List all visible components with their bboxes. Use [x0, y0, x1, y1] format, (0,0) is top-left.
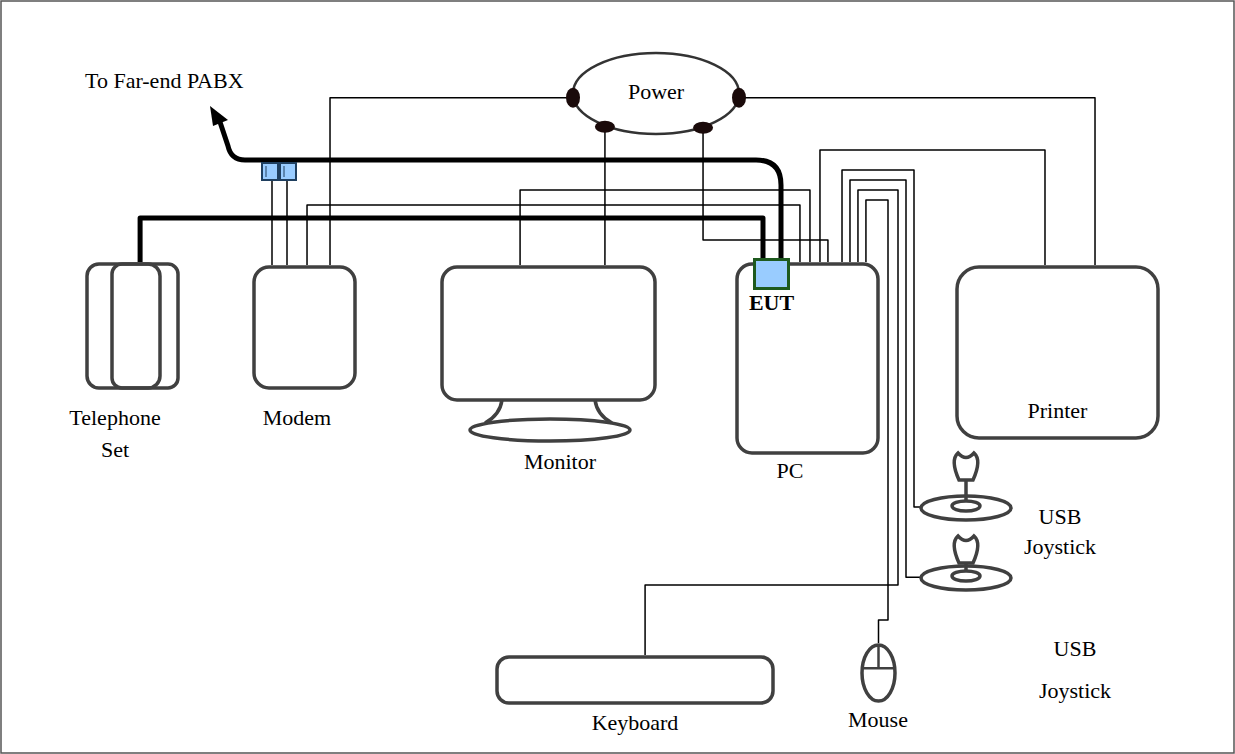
- mouse-button-line: [877, 645, 880, 668]
- modem-box: Modem: [252, 265, 357, 390]
- printer-box: Printer: [955, 265, 1160, 440]
- text-holder: Modem: [242, 405, 352, 431]
- node-outline: [753, 258, 790, 290]
- text-holder: USB Joystick: [1030, 628, 1120, 712]
- joystick: USB Joystick: [920, 450, 1012, 522]
- node-outline: [860, 643, 897, 703]
- text-holder: Power: [572, 79, 740, 105]
- power-source: Power: [572, 52, 740, 135]
- node-label: Mouse: [833, 707, 923, 733]
- text-holder: Mouse: [833, 707, 923, 733]
- text-holder: EUT: [739, 290, 804, 316]
- node-label: Printer: [955, 398, 1160, 424]
- destination-label: To Far-end PABX: [85, 68, 244, 94]
- cable: [820, 150, 1045, 265]
- joystick-grip: [954, 453, 978, 480]
- splitter-detail: [284, 166, 285, 177]
- mouse-body: [862, 645, 895, 701]
- power-plug: [595, 121, 615, 133]
- joystick-socket: [952, 571, 980, 581]
- outline: [254, 267, 355, 388]
- node-label: Telephone Set: [60, 402, 170, 466]
- cable: [604, 127, 606, 265]
- outline: [497, 657, 773, 703]
- keyboard-box: Keyboard: [495, 655, 775, 705]
- node-outline: [440, 265, 657, 445]
- node-outline: [252, 265, 357, 390]
- splitter-detail: [266, 166, 267, 177]
- text-holder: USB Joystick: [1015, 502, 1105, 562]
- power-ring: [573, 53, 739, 134]
- line-splitter: [280, 163, 296, 180]
- node-label: PC: [735, 458, 845, 484]
- joystick: USB Joystick: [920, 533, 1012, 592]
- phone-handset: [112, 264, 178, 388]
- text-holder: Telephone Set: [60, 402, 170, 466]
- cable: [307, 205, 800, 265]
- node-label: USB Joystick: [1015, 502, 1105, 562]
- telephone-set: Telephone Set: [85, 262, 180, 390]
- telephone-line: [140, 218, 763, 262]
- node-label: USB Joystick: [1030, 628, 1120, 712]
- line-splitter: [262, 163, 278, 180]
- cable: [520, 190, 810, 265]
- modem-line-wire: [271, 180, 273, 265]
- power-plug: [732, 88, 746, 108]
- pc-box: PCEUT: [735, 262, 880, 455]
- outline: [737, 264, 878, 453]
- joystick-socket: [952, 501, 980, 511]
- node-outline: [495, 655, 775, 705]
- mouse-shape: Mouse: [860, 643, 897, 703]
- text-holder: Monitor: [490, 449, 630, 475]
- cable: [645, 190, 898, 655]
- node-label: EUT: [739, 290, 804, 316]
- node-outline: [920, 533, 1012, 592]
- phone-body: [87, 264, 160, 388]
- node-label: Modem: [242, 405, 352, 431]
- text-holder: Keyboard: [575, 710, 695, 736]
- node-label: Monitor: [490, 449, 630, 475]
- text-holder: PC: [735, 458, 845, 484]
- power-plug: [566, 88, 580, 108]
- power-plug: [693, 122, 713, 134]
- cable: [850, 180, 920, 577]
- monitor-box: Monitor: [440, 265, 657, 445]
- eut-card-body: [755, 260, 789, 289]
- cable: [330, 98, 572, 265]
- joystick-stem: [964, 480, 968, 502]
- text-holder: Printer: [955, 398, 1160, 424]
- pabx-arrowhead: [210, 106, 228, 126]
- cable: [842, 170, 920, 507]
- eut-card: EUT: [753, 258, 790, 290]
- node-label: Power: [572, 79, 740, 105]
- node-outline: [920, 450, 1012, 522]
- monitor-base: [470, 419, 630, 441]
- cable: [740, 98, 1095, 265]
- monitor-screen: [442, 267, 655, 400]
- joystick-grip: [954, 536, 978, 563]
- node-outline: [85, 262, 180, 390]
- cable: [703, 128, 828, 262]
- node-label: Keyboard: [575, 710, 695, 736]
- modem-line-wire: [286, 180, 288, 265]
